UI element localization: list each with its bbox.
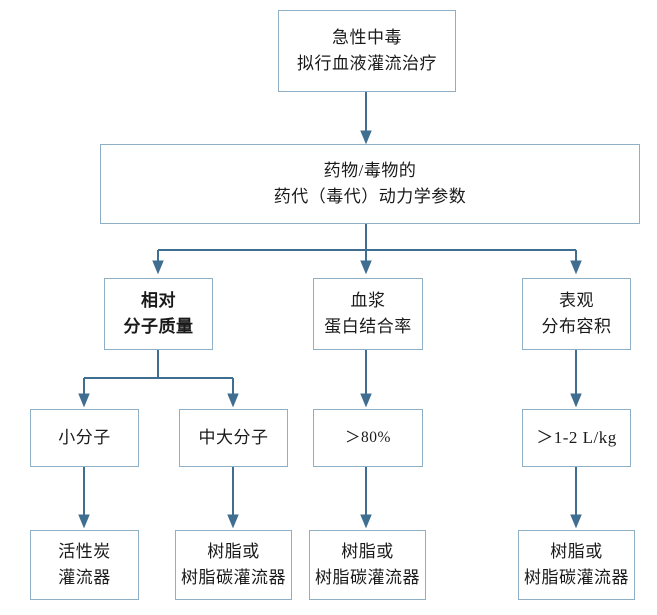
node-resin-or-resin-carbon-perfusion-device-3[interactable]: 树脂或 树脂碳灌流器 [518,530,635,600]
node-pharmacokinetic-parameters-line1: 药物/毒物的 [323,160,417,180]
node-small-molecule[interactable]: 小分子 [30,409,139,467]
node-small-molecule-label: 小分子 [58,427,111,447]
node-medium-large-molecule-label: 中大分子 [198,427,269,447]
node-pharmacokinetic-parameters[interactable]: 药物/毒物的 药代（毒代）动力学参数 [100,144,640,224]
node-apparent-volume-of-distribution[interactable]: 表观 分布容积 [522,278,631,350]
node-resin-or-resin-carbon-perfusion-device-2[interactable]: 树脂或 树脂碳灌流器 [309,530,426,600]
node-resin-or-resin-carbon-perfusion-device-2-line1: 树脂或 [341,541,394,561]
node-acute-poisoning-line1: 急性中毒 [332,27,402,47]
node-plasma-protein-binding-rate-line2: 蛋白结合率 [324,317,412,336]
node-resin-or-resin-carbon-perfusion-device-3-line2: 树脂碳灌流器 [524,568,629,587]
node-pharmacokinetic-parameters-line2: 药代（毒代）动力学参数 [273,187,467,206]
node-medium-large-molecule[interactable]: 中大分子 [179,409,288,467]
node-acute-poisoning[interactable]: 急性中毒 拟行血液灌流治疗 [278,10,456,92]
node-relative-molecular-mass-line1: 相对 [141,290,176,310]
node-relative-molecular-mass-line2: 分子质量 [123,317,194,336]
node-binding-over-80-percent[interactable]: ＞80% [313,409,423,467]
node-activated-carbon-perfusion-device-line2: 灌流器 [58,568,111,587]
node-resin-or-resin-carbon-perfusion-device-1-line1: 树脂或 [207,541,260,561]
node-apparent-volume-of-distribution-line1: 表观 [559,290,594,310]
node-resin-or-resin-carbon-perfusion-device-2-line2: 树脂碳灌流器 [315,568,420,587]
node-activated-carbon-perfusion-device-line1: 活性炭 [58,541,111,561]
node-vd-over-1-2-l-per-kg-label: ＞1-2 L/kg [536,427,617,447]
node-acute-poisoning-line2: 拟行血液灌流治疗 [297,54,437,73]
node-resin-or-resin-carbon-perfusion-device-1-line2: 树脂碳灌流器 [181,568,286,587]
node-apparent-volume-of-distribution-line2: 分布容积 [541,317,612,336]
node-activated-carbon-perfusion-device[interactable]: 活性炭 灌流器 [30,530,139,600]
node-relative-molecular-mass[interactable]: 相对 分子质量 [104,278,213,350]
node-plasma-protein-binding-rate[interactable]: 血浆 蛋白结合率 [313,278,423,350]
node-resin-or-resin-carbon-perfusion-device-1[interactable]: 树脂或 树脂碳灌流器 [175,530,292,600]
node-vd-over-1-2-l-per-kg[interactable]: ＞1-2 L/kg [522,409,631,467]
node-resin-or-resin-carbon-perfusion-device-3-line1: 树脂或 [550,541,603,561]
node-binding-over-80-percent-label: ＞80% [345,428,391,446]
node-plasma-protein-binding-rate-line1: 血浆 [350,290,386,310]
